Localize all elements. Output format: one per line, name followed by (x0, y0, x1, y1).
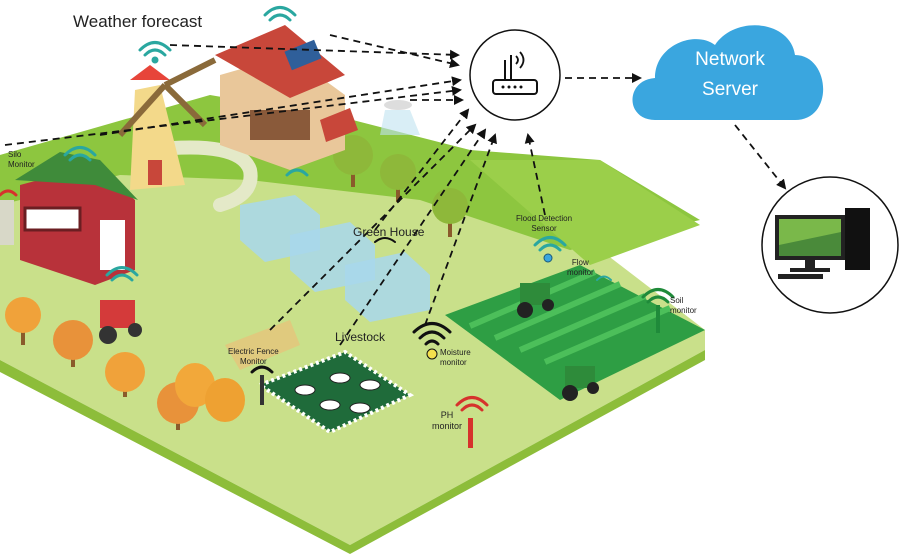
wifi-signal-icon (533, 236, 567, 252)
haystack (205, 378, 245, 422)
windmill (117, 57, 217, 190)
right-plateau (470, 160, 700, 265)
network-server-label-line1: Network (695, 49, 765, 70)
wifi-signal-icon (596, 275, 612, 281)
cows (294, 372, 381, 414)
weather-forecast-label: Weather forecast (73, 12, 203, 31)
network-server-label: Network Server (660, 45, 800, 105)
wifi-signal-icon (0, 189, 18, 197)
greenhouses (240, 195, 430, 322)
moisture-monitor-label: Moisture monitor (440, 348, 471, 368)
soil-sensor-icon (656, 305, 660, 333)
flood-detection-sensor-label: Flood Detection Sensor (516, 214, 572, 234)
link-fence-to-gateway (269, 123, 477, 331)
gateway-node (469, 29, 561, 121)
green-tractor (562, 366, 599, 401)
dirt-path (143, 140, 258, 212)
barn (0, 152, 138, 285)
link-cloud-to-computer (734, 124, 787, 190)
wifi-signal-icon (412, 322, 452, 346)
network-server-label-line2: Server (702, 79, 758, 100)
electric-fence-label-line1: Electric Fence (228, 347, 279, 356)
fence-sensor-icon (260, 375, 264, 405)
cloud-icon (632, 25, 824, 120)
computer-node (761, 176, 899, 314)
tree (105, 352, 145, 397)
wifi-signal-icon (63, 146, 97, 162)
electric-fence-monitor-label: Electric Fence Monitor (228, 347, 279, 367)
haystack (175, 363, 215, 407)
link-house-to-gateway (329, 34, 460, 69)
flood-sensor-label-line1: Flood Detection (516, 214, 573, 223)
ph-sensor-icon (468, 418, 473, 448)
silo-monitor-label-line1: Silo (8, 150, 22, 159)
livestock-pen (255, 349, 415, 435)
wifi-signals (0, 6, 675, 412)
router-icon (492, 51, 538, 95)
flood-sensor-icon (543, 253, 553, 263)
flow-monitor-label-line2: monitor (567, 268, 594, 277)
flow-monitor-label-line1: Flow (571, 258, 589, 267)
ph-monitor-label: PH monitor (432, 410, 462, 432)
tree (380, 154, 416, 202)
link-weather-to-gateway (169, 44, 460, 60)
ph-monitor-label-line1: PH (440, 410, 454, 420)
link-flood-to-gateway (524, 133, 546, 216)
wifi-signal-icon (105, 266, 139, 282)
moisture-monitor-label-line2: monitor (440, 358, 467, 367)
electric-fence-label-line2: Monitor (240, 357, 267, 366)
farmhouse (215, 25, 358, 170)
wifi-signal-icon (374, 237, 396, 243)
data-links (4, 34, 787, 346)
tree (432, 188, 468, 237)
link-moisture-to-gateway (424, 133, 497, 326)
desktop-computer-icon (775, 208, 870, 279)
tree (5, 297, 41, 345)
link-livestock-to-gateway (339, 128, 487, 346)
silo-monitor-label-line2: Monitor (8, 160, 35, 169)
wifi-signal-icon (455, 396, 489, 412)
flood-sensor-label-line2: Sensor (531, 224, 557, 233)
green-house-label: Green House (353, 225, 425, 239)
red-tractor (99, 300, 142, 344)
green-tractor (517, 283, 554, 318)
tree (53, 320, 93, 367)
wifi-signal-icon (641, 288, 675, 304)
link-silo-to-gateway (4, 85, 462, 146)
sensor-posts (260, 253, 660, 448)
soil-monitor-label: Soil monitor (670, 296, 697, 316)
silo-monitor-label: Silo Monitor (8, 150, 35, 170)
livestock-label: Livestock (335, 330, 386, 344)
electric-fence (225, 320, 300, 370)
solar-panel (284, 39, 322, 71)
wifi-signal-icon (285, 168, 309, 177)
wifi-signal-icon (250, 365, 274, 374)
soil-monitor-label-line2: monitor (670, 306, 697, 315)
soil-monitor-label-line1: Soil (670, 296, 684, 305)
trees (5, 135, 468, 430)
moisture-sensor-icon (426, 348, 438, 360)
wifi-signal-icon (263, 6, 297, 22)
tractors (99, 283, 599, 401)
ph-monitor-label-line2: monitor (432, 421, 463, 431)
flow-monitor-label: Flow monitor (567, 258, 594, 278)
wifi-signal-icon (138, 41, 172, 64)
moisture-monitor-label-line1: Moisture (440, 348, 471, 357)
drone-icon (380, 100, 420, 135)
